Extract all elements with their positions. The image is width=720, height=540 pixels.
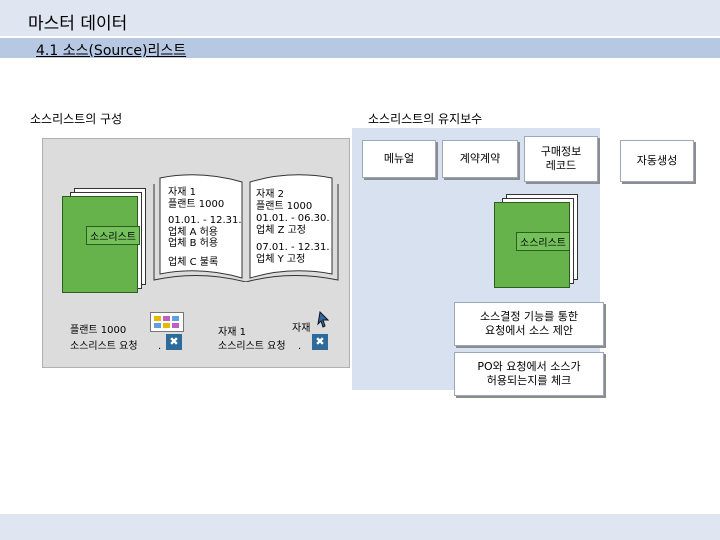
binder-label: 소스리스트 xyxy=(86,226,140,245)
footer-band xyxy=(0,514,720,540)
request2-source-list: 소스리스트 요청 xyxy=(218,341,286,352)
auto-generate-box: 자동생성 xyxy=(620,140,694,182)
request-source-list: 소스리스트 요청 xyxy=(70,341,138,352)
request2-dot: . xyxy=(298,341,302,352)
page-left-plant: 플랜트 1000 xyxy=(168,199,225,210)
page-left-vendor-c: 업체 C 불록 xyxy=(168,257,219,268)
left-section-heading: 소스리스트의 구성 xyxy=(30,112,123,126)
request-dot: . xyxy=(158,341,162,352)
note-source-check: PO와 요청에서 소스가 허용되는지를 체크 xyxy=(454,352,604,396)
request2-material: 자재 1 xyxy=(218,327,246,338)
menu-box: 메뉴얼 xyxy=(362,140,436,178)
binder-label-right: 소스리스트 xyxy=(516,232,570,251)
page-right-material: 자재 2 xyxy=(256,189,284,200)
page-subtitle: 4.1 소스(Source)리스트 xyxy=(36,43,187,59)
binder-stack-right: 소스리스트 xyxy=(494,194,580,288)
subtitle-band xyxy=(0,38,720,58)
excel-icon-2[interactable]: ✖ xyxy=(312,334,328,350)
request2-material-b: 자재 xyxy=(292,323,311,334)
open-book xyxy=(153,174,339,282)
request-plant: 플랜트 1000 xyxy=(70,325,127,336)
page-right-period2: 07.01. - 12.31. xyxy=(256,242,330,253)
page-right-plant: 플랜트 1000 xyxy=(256,201,313,212)
page-left-vendor-b: 업체 B 허용 xyxy=(168,238,219,249)
page-left-material: 자재 1 xyxy=(168,187,196,198)
page-right-period1: 01.01. - 06.30. xyxy=(256,213,330,224)
page-left-period: 01.01. - 12.31. xyxy=(168,215,242,226)
header-band xyxy=(0,0,720,36)
page-right-vendor-z: 업체 Z 고정 xyxy=(256,225,307,236)
grid-icon[interactable] xyxy=(150,312,184,332)
info-record-box: 구매정보 레코드 xyxy=(524,136,598,182)
page-title: 마스터 데이터 xyxy=(28,14,128,34)
binder-stack: 소스리스트 xyxy=(62,188,148,293)
page-right-vendor-y: 업체 Y 고정 xyxy=(256,254,306,265)
cursor-icon xyxy=(314,310,332,328)
excel-icon[interactable]: ✖ xyxy=(166,334,182,350)
page-left-vendor-a: 업체 A 허용 xyxy=(168,227,218,238)
note-source-determination: 소스결정 기능를 통한 요청에서 소스 제안 xyxy=(454,302,604,346)
contract-box: 계약계약 xyxy=(442,140,518,178)
right-section-heading: 소스리스트의 유지보수 xyxy=(368,112,483,126)
